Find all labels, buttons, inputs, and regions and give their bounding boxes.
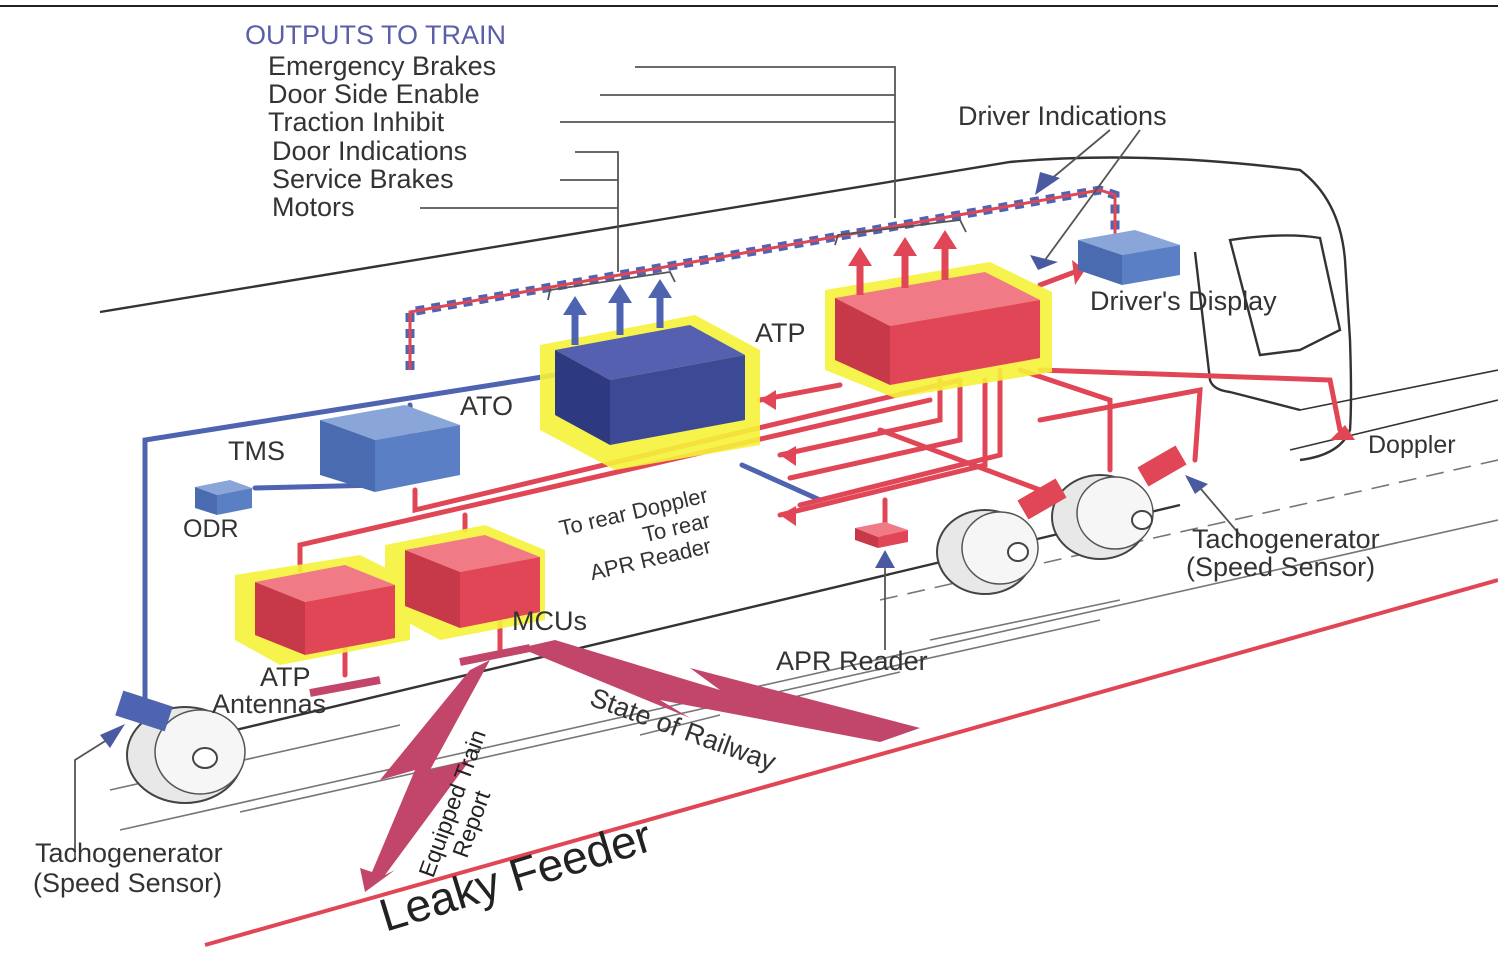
apr-reader-box xyxy=(855,522,908,548)
mcus-label: MCUs xyxy=(512,606,587,636)
doppler-label: Doppler xyxy=(1368,431,1456,459)
output-item-service-brakes: Service Brakes xyxy=(272,164,454,194)
odr-box xyxy=(195,480,252,515)
drivers-display-label: Driver's Display xyxy=(1090,286,1277,316)
atp-top-label: ATP xyxy=(755,318,806,348)
tacho-right-arrow xyxy=(1185,475,1208,494)
driver-indications-arrow-2 xyxy=(1030,255,1058,270)
odr-label: ODR xyxy=(183,515,239,543)
output-item-traction-inhibit: Traction Inhibit xyxy=(268,107,445,137)
output-leader-lines xyxy=(420,67,895,272)
tacho-right-label-2: (Speed Sensor) xyxy=(1186,552,1375,582)
wheel-right-1 xyxy=(937,510,1038,594)
outputs-heading: OUTPUTS TO TRAIN xyxy=(245,20,506,50)
drivers-display-box xyxy=(1078,230,1180,285)
ato-label: ATO xyxy=(460,391,513,421)
tacho-right-label-1: Tachogenerator xyxy=(1192,524,1380,554)
output-item-emergency-brakes: Emergency Brakes xyxy=(268,51,496,81)
output-item-door-side-enable: Door Side Enable xyxy=(268,79,480,109)
output-item-door-indications: Door Indications xyxy=(272,136,467,166)
wheel-right-2 xyxy=(1052,475,1153,559)
atp-bottom-box xyxy=(255,565,395,655)
apr-reader-label: APR Reader xyxy=(776,646,928,676)
driver-indications-label: Driver Indications xyxy=(958,101,1167,131)
axle-sensor-2 xyxy=(1137,445,1186,486)
tms-label: TMS xyxy=(228,436,285,466)
tacho-left-label-2: (Speed Sensor) xyxy=(33,868,222,898)
tacho-left-arrow xyxy=(100,724,125,748)
output-item-motors: Motors xyxy=(272,192,355,222)
tacho-left-label-1: Tachogenerator xyxy=(35,838,223,868)
apr-arrow xyxy=(875,550,895,568)
atp-bottom-label: ATP xyxy=(260,662,311,692)
tms-box xyxy=(320,405,460,492)
antennas-label: Antennas xyxy=(212,689,326,719)
